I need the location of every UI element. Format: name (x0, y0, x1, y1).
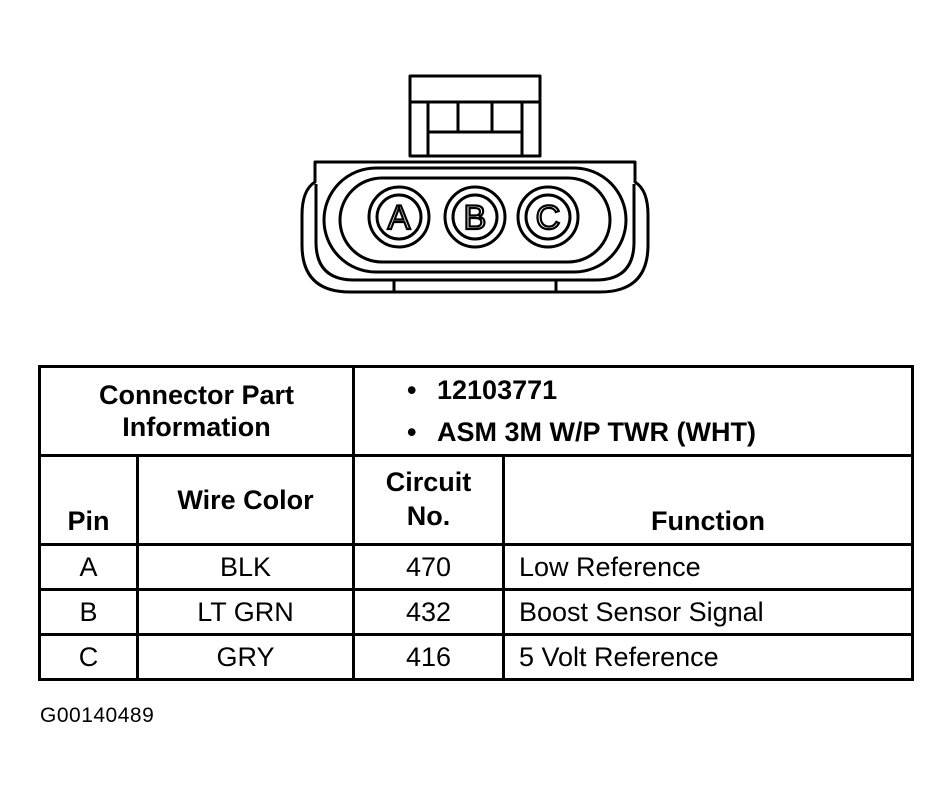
pin-socket-b (443, 185, 507, 249)
cell-pin: C (38, 633, 139, 681)
pin-socket-a (367, 185, 431, 249)
header-function: Function (501, 454, 915, 546)
header-pin: Pin (38, 454, 139, 546)
cell-circuit: 416 (352, 633, 505, 681)
cell-function: Low Reference (501, 543, 915, 591)
table-row: B LT GRN 432 Boost Sensor Signal (38, 588, 915, 636)
pin-socket-c (516, 185, 580, 249)
cell-pin: B (38, 588, 139, 636)
part-description: •ASM 3M W/P TWR (WHT) (407, 417, 756, 447)
cell-function: 5 Volt Reference (501, 633, 915, 681)
part-info-values: •12103771 •ASM 3M W/P TWR (WHT) (351, 365, 915, 457)
cell-wire-color: BLK (136, 543, 355, 591)
cell-wire-color: GRY (136, 633, 355, 681)
cell-pin: A (38, 543, 139, 591)
table-row: A BLK 470 Low Reference (38, 543, 915, 591)
part-info-label: Connector Part Information (38, 365, 355, 457)
figure-id: G00140489 (40, 704, 155, 727)
cell-circuit: 470 (352, 543, 505, 591)
pin-label-a: A (388, 199, 411, 237)
cell-circuit: 432 (352, 588, 505, 636)
pin-label-c: C (536, 199, 561, 237)
header-circuit: Circuit No. (352, 454, 505, 546)
part-info-row: Connector Part Information •12103771 •AS… (38, 365, 915, 457)
pinout-table: Connector Part Information •12103771 •AS… (38, 365, 915, 681)
locking-tab (408, 74, 542, 158)
cell-function: Boost Sensor Signal (501, 588, 915, 636)
header-row: Pin Wire Color Circuit No. Function (38, 454, 915, 546)
connector-housing (300, 160, 650, 294)
table-row: C GRY 416 5 Volt Reference (38, 633, 915, 681)
part-number: •12103771 (407, 375, 558, 405)
header-wire-color: Wire Color (136, 454, 355, 546)
cell-wire-color: LT GRN (136, 588, 355, 636)
connector-drawing: A B C (300, 74, 650, 294)
pin-label-b: B (464, 199, 487, 237)
